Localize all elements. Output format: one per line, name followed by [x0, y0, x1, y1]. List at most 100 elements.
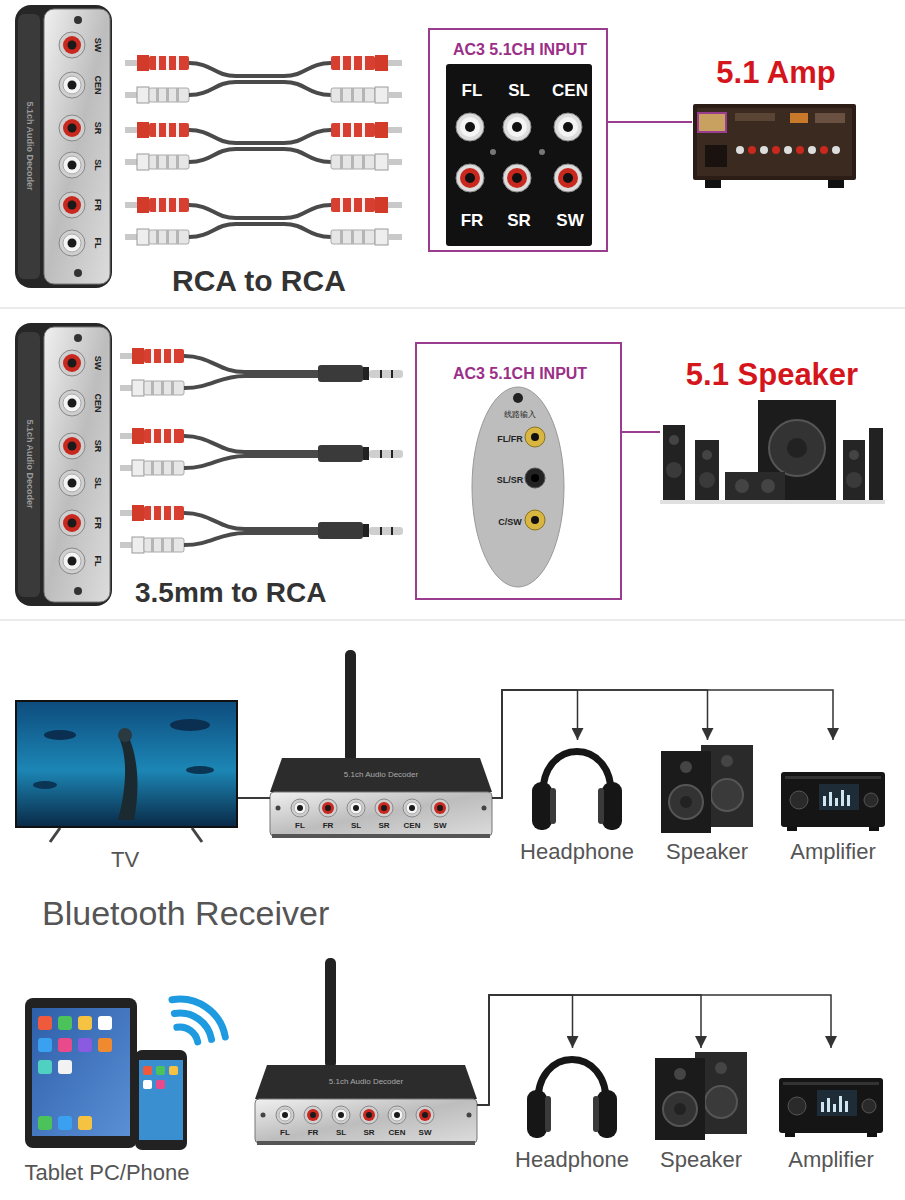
speaker-set-picture	[660, 400, 885, 504]
speaker-set-picture	[660, 500, 885, 504]
input-panel-face	[558, 168, 578, 188]
node-label: 5.1 Amp	[716, 57, 835, 88]
node-label: Headphone	[520, 841, 634, 863]
port-label: FL	[462, 82, 483, 99]
jack-cable	[120, 428, 403, 476]
input-panel-face	[525, 468, 545, 488]
port-label: FR	[461, 212, 484, 229]
speaker-set-picture	[663, 425, 685, 500]
decoder-device: 5.1ch Audio DecoderSWCENSRSLFRFL	[15, 323, 112, 606]
tablet-phone-picture	[38, 1016, 52, 1030]
tablet-phone-picture	[78, 1016, 92, 1030]
decoder-device: 5.1ch Audio DecoderFLFRSLSRCENSW	[270, 758, 492, 838]
amplifier-box: 5.1 Amp	[692, 52, 860, 192]
speaker-set-picture	[843, 440, 865, 500]
speaker-box: Speaker	[650, 1048, 752, 1178]
input-panel-face	[465, 122, 475, 132]
input-panel-face	[531, 516, 539, 524]
tv-picture	[118, 740, 137, 820]
tablet-phone-picture	[98, 1038, 112, 1052]
decoder-device	[270, 758, 492, 838]
node-label: Tablet PC/Phone	[24, 1162, 189, 1184]
decoder-device	[15, 5, 112, 288]
port-label: SL	[93, 477, 102, 489]
port-label: FR	[93, 199, 102, 211]
port-label: SL	[336, 1129, 346, 1137]
tablet-phone-picture	[25, 998, 137, 1148]
jack-cable	[120, 505, 403, 553]
tablet-phone-picture	[25, 998, 187, 1150]
port-label: FR	[308, 1129, 319, 1137]
speaker-set-picture	[699, 472, 715, 488]
port-label: CEN	[93, 75, 102, 94]
input-panel-face	[456, 164, 484, 192]
input-panel-face	[503, 113, 531, 141]
device-name: 5.1ch Audio Decoder	[344, 771, 418, 779]
input-panel-face	[531, 433, 539, 441]
signal-arrow	[492, 690, 833, 798]
tablet-phone-picture	[32, 1008, 130, 1136]
connection-line	[608, 121, 692, 123]
tablet-phone-picture	[139, 1060, 183, 1140]
input-panel-face	[554, 164, 582, 192]
input-panel-face	[507, 168, 527, 188]
amplifier-picture	[828, 180, 844, 188]
amplifier-picture	[736, 146, 744, 154]
speaker-set-picture	[849, 450, 859, 460]
speaker-set-picture	[725, 472, 785, 500]
port-label: SR	[93, 122, 102, 135]
input-panel-face	[465, 173, 475, 183]
port-label: SL	[351, 822, 361, 830]
speaker-set-picture	[869, 428, 883, 500]
node-label: Headphone	[515, 1149, 629, 1171]
tv-picture	[15, 700, 238, 842]
decoder-device: 5.1ch Audio DecoderSWCENSRSLFRFL	[15, 5, 112, 288]
port-label: CEN	[404, 822, 421, 830]
tv-picture	[17, 702, 236, 826]
signal-arrow	[492, 690, 578, 798]
port-label: FL	[93, 556, 102, 567]
tv-picture	[15, 700, 238, 828]
tablet-phone-picture	[78, 1116, 92, 1130]
tablet-phone-picture	[78, 1038, 92, 1052]
amplifier-icon	[781, 772, 885, 831]
rca-cable	[125, 122, 402, 170]
input-panel-face	[531, 474, 539, 482]
signal-arrow	[477, 995, 831, 1105]
amplifier-picture	[790, 113, 808, 123]
amplifier-picture	[705, 145, 727, 167]
input-panel-face	[490, 149, 496, 155]
tv-picture	[170, 719, 210, 731]
input-panel-face	[446, 64, 592, 246]
port-label: FL	[93, 238, 102, 249]
caption-label: Bluetooth Receiver	[42, 895, 329, 932]
port-label: FL	[295, 822, 305, 830]
input-panel-face	[558, 117, 578, 137]
node-label: TV	[111, 849, 139, 871]
node-label: Amplifier	[788, 1149, 874, 1171]
amplifier-picture	[820, 146, 828, 154]
headphone-box: Headphone	[505, 1048, 640, 1178]
port-label: SL	[508, 82, 530, 99]
port-label: SL/SR	[497, 476, 524, 485]
wifi-symbol	[174, 1013, 211, 1039]
port-label: FR	[93, 517, 102, 529]
speaker-box: Speaker	[655, 740, 760, 868]
tv-picture	[50, 828, 60, 842]
tablet-phone-picture	[156, 1066, 165, 1075]
tablet-phone-picture	[58, 1060, 72, 1074]
port-label: SW	[93, 356, 102, 371]
tv-box: TV	[15, 700, 238, 878]
amplifier-picture	[772, 146, 780, 154]
panel-divider	[0, 308, 905, 309]
input-panel-face	[446, 64, 592, 246]
input-panel-face	[554, 113, 582, 141]
tv-picture	[33, 781, 57, 789]
input-panel-face	[563, 173, 573, 183]
signal-arrow	[477, 995, 573, 1105]
speaker-set-picture	[666, 462, 682, 478]
port-label: AC3 5.1CH INPUT	[453, 366, 587, 382]
port-label: FR	[323, 822, 334, 830]
tablet-phone-picture	[38, 1116, 52, 1130]
wifi-symbol	[177, 1027, 198, 1042]
